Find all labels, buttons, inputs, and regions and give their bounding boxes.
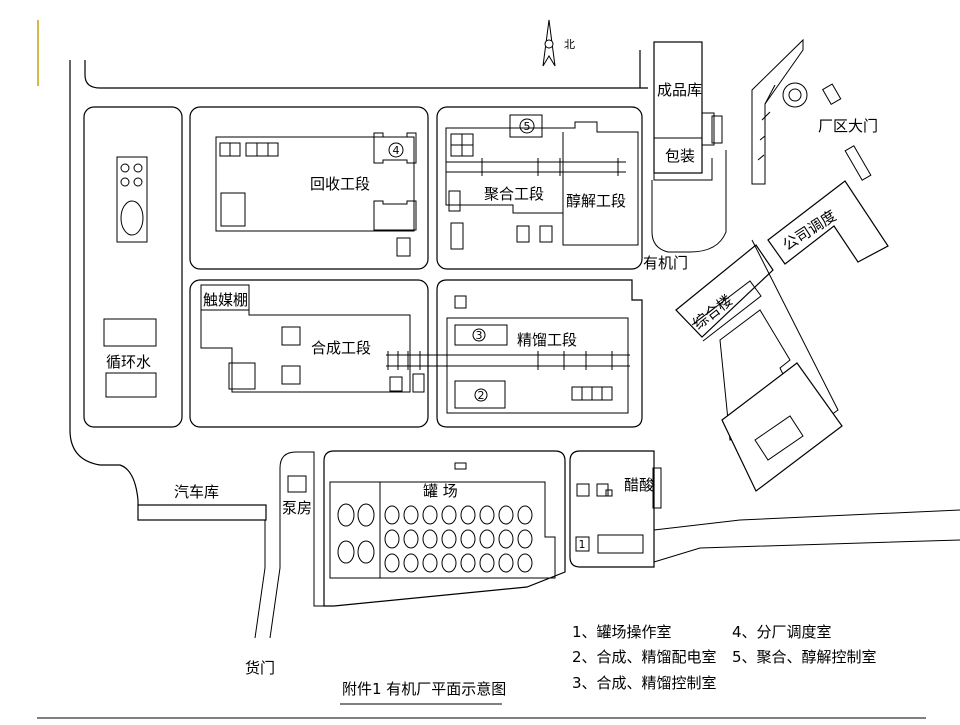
circulating-water-label: 循环水 <box>106 353 151 371</box>
east-complex-b <box>721 362 843 492</box>
svg-text:4: 4 <box>393 144 400 157</box>
road-south-east-upper <box>653 509 960 531</box>
marker-3 <box>472 328 486 342</box>
office-building <box>675 244 774 338</box>
refining-section-label: 精馏工段 <box>517 331 577 349</box>
synthesis-section-outline <box>200 284 411 393</box>
svg-text:5: 5 <box>524 120 531 133</box>
marker-4 <box>388 142 404 158</box>
legend: 1、罐场操作室 2、合成、精馏配电室 3、合成、精馏控制室 4、分厂调度室 5、… <box>572 623 877 692</box>
recovery-section-label: 回收工段 <box>310 175 370 193</box>
product-warehouse <box>653 41 703 174</box>
synthesis-section-label: 合成工段 <box>311 339 371 357</box>
garage <box>137 504 267 521</box>
gate-fence-west <box>751 38 804 185</box>
road-north <box>84 60 648 89</box>
water-tank-icon <box>120 200 144 236</box>
legend-item-3: 3、合成、精馏控制室 <box>572 674 717 692</box>
block-circulating-water <box>83 106 183 428</box>
north-label: 北 <box>564 38 575 51</box>
road-west <box>69 60 139 505</box>
legend-item-5: 5、聚合、醇解控制室 <box>732 648 877 666</box>
recovery-section-outline <box>215 136 415 232</box>
tank-farm-label: 罐 场 <box>423 482 458 500</box>
block-acetic-acid <box>569 450 655 568</box>
svg-text:2: 2 <box>478 389 485 402</box>
pool-upper <box>103 318 157 347</box>
pool-lower <box>105 372 157 398</box>
marker-5 <box>519 118 535 134</box>
cooling-tower-frame <box>116 156 148 243</box>
cargo-gate-label: 货门 <box>245 659 275 677</box>
marker-1: 1 <box>579 538 586 551</box>
polymerization-section-label: 聚合工段 <box>484 185 544 203</box>
block-polymerization <box>436 106 643 270</box>
block-recovery <box>189 106 429 270</box>
legend-item-2: 2、合成、精馏配电室 <box>572 648 717 666</box>
accent-bar <box>37 20 39 86</box>
block-synthesis <box>189 279 429 428</box>
tank-group-right <box>384 505 533 573</box>
north-arrow-icon <box>542 19 556 67</box>
road-east-loop <box>651 150 727 253</box>
block-tank-farm <box>323 450 566 607</box>
garage-label: 汽车库 <box>174 483 219 501</box>
road-south-east-lower <box>653 539 960 563</box>
tank-group-left <box>337 503 375 564</box>
marker-2 <box>474 388 488 402</box>
packaging-label: 包装 <box>665 147 695 165</box>
roundabout <box>782 82 808 108</box>
tank-farm-outline <box>329 481 556 579</box>
refining-section-outline <box>446 317 629 414</box>
east-complex-a <box>719 309 801 441</box>
block-refining <box>436 279 643 428</box>
organic-gate-label: 有机门 <box>643 254 688 272</box>
figure-caption: 附件1 有机厂平面示意图 <box>342 680 506 698</box>
acetic-acid-label: 醋酸 <box>624 476 654 494</box>
alcoholysis-section-label: 醇解工段 <box>566 192 626 210</box>
legend-item-1: 1、罐场操作室 <box>572 623 672 641</box>
catalyst-shed-label: 触媒棚 <box>203 291 248 309</box>
factory-gate-label: 厂区大门 <box>818 117 878 135</box>
svg-text:3: 3 <box>476 329 483 342</box>
company-dispatch-building <box>767 180 889 265</box>
pump-house-label: 泵房 <box>282 499 312 517</box>
road-pump-house <box>279 451 334 607</box>
product-warehouse-label: 成品库 <box>657 81 702 99</box>
legend-item-4: 4、分厂调度室 <box>732 623 832 641</box>
